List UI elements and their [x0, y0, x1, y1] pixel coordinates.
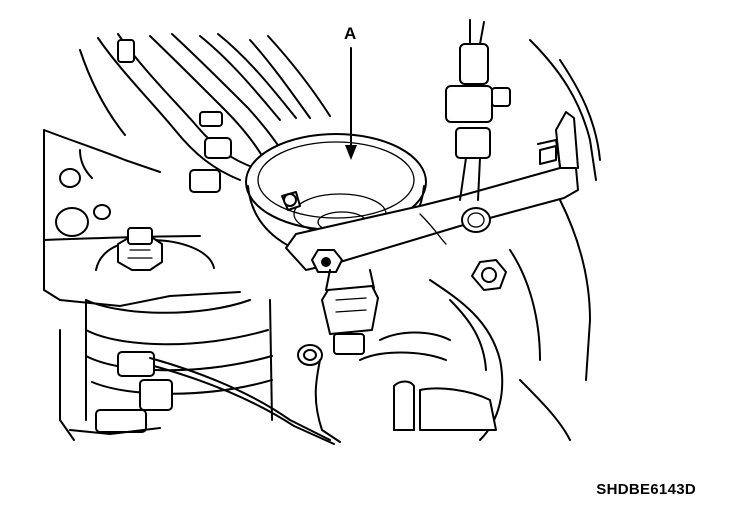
lower-harness [59, 344, 341, 445]
upper-right-harness [445, 19, 601, 201]
callout-arrow [345, 47, 357, 160]
coil-spring [59, 299, 273, 421]
upper-hoses [79, 33, 331, 193]
horn-bracket [285, 111, 579, 273]
sensor-connector [321, 269, 379, 355]
strut-tower-bracket [43, 129, 241, 307]
horn-assembly [245, 133, 427, 259]
strut-mount-nut [95, 227, 215, 271]
figure-code: SHDBE6143D [596, 481, 696, 498]
callout-label-a: A [344, 24, 357, 43]
right-pipes [359, 199, 591, 441]
